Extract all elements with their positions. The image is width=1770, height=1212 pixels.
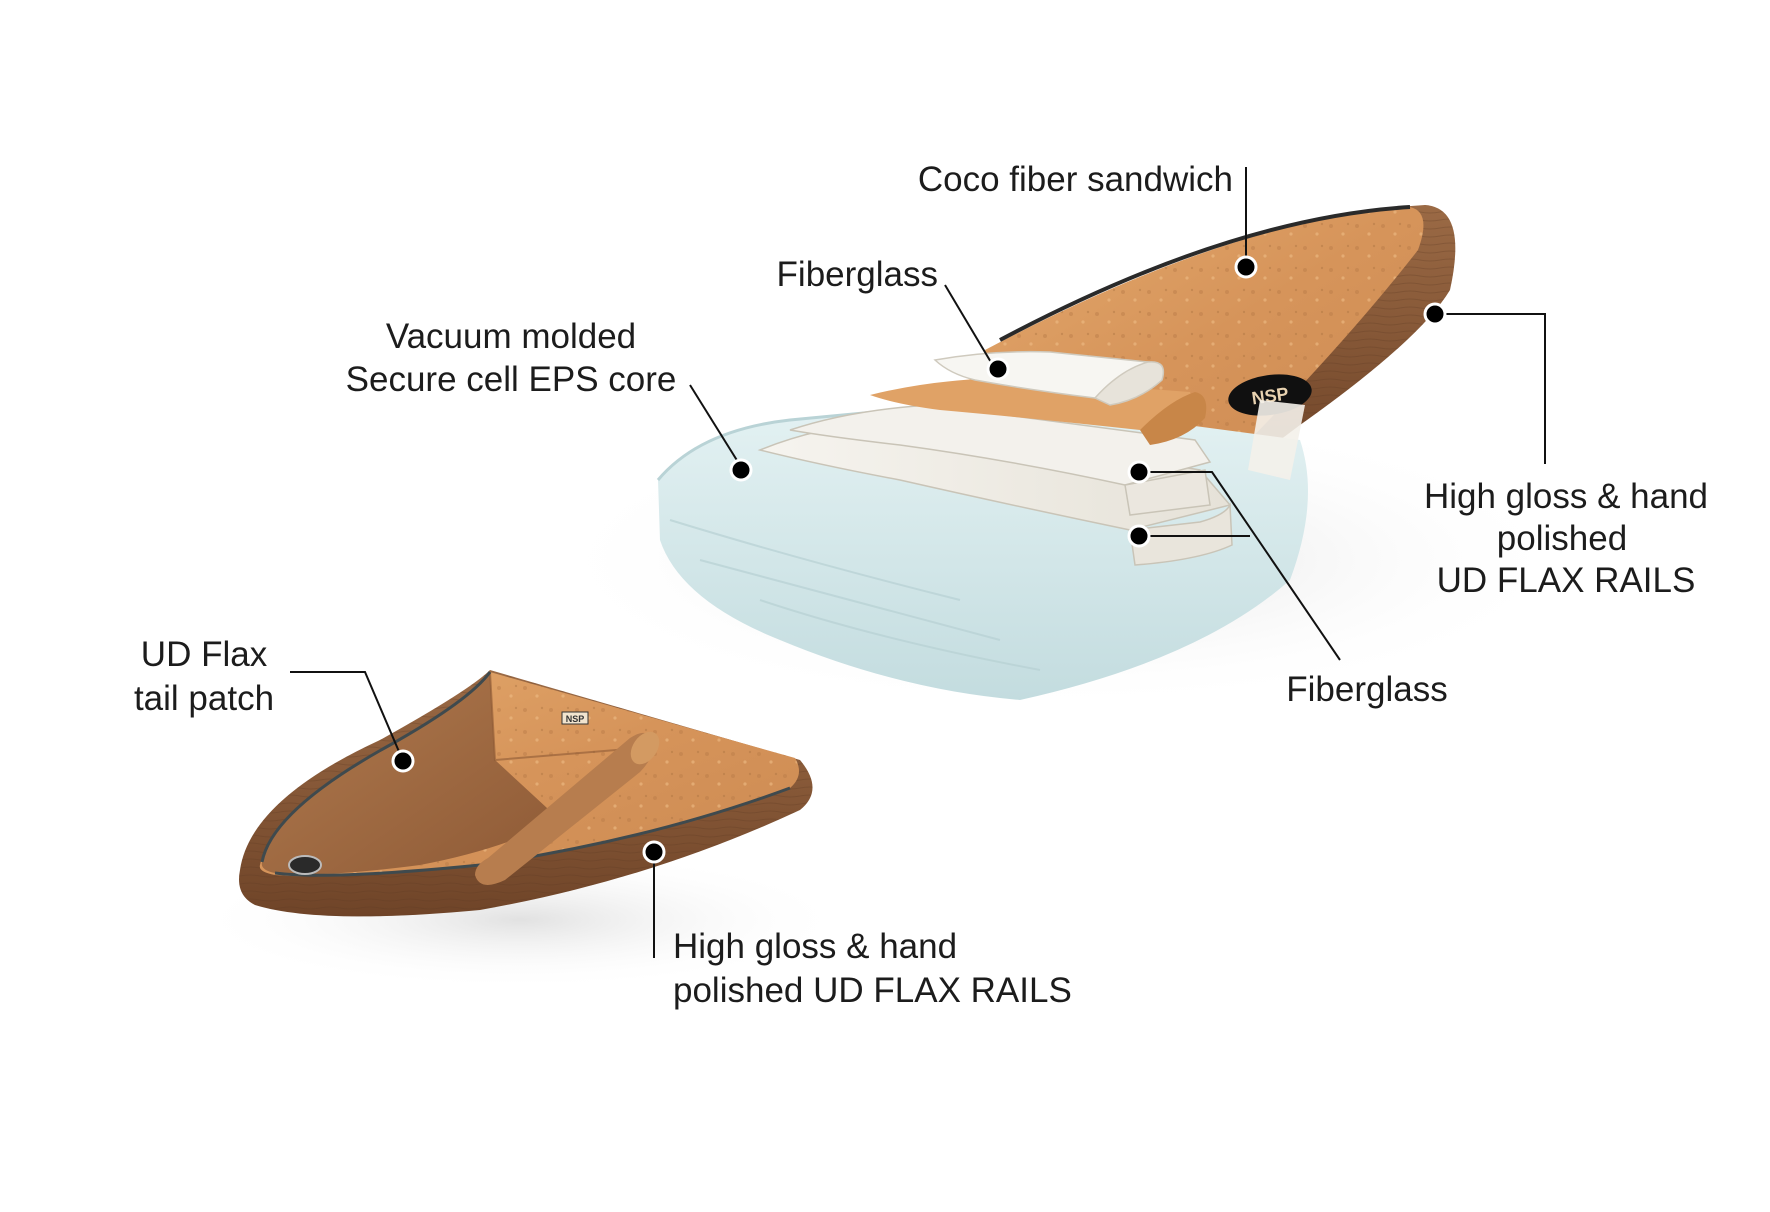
tail-logo bbox=[561, 711, 589, 725]
label-eps-core-line1: Vacuum molded bbox=[386, 317, 636, 356]
tail-patch-roll bbox=[475, 732, 655, 885]
marker-eps-core bbox=[729, 458, 753, 482]
label-rails-tail-line1: High gloss & hand bbox=[673, 927, 957, 966]
marker-fiberglass-middle bbox=[1127, 460, 1151, 484]
label-rails-nose-line1: High gloss & hand bbox=[1424, 477, 1708, 516]
marker-rails-tail bbox=[642, 840, 666, 864]
label-eps-core-line2: Secure cell EPS core bbox=[346, 360, 677, 399]
label-coco-fiber-sandwich: Coco fiber sandwich bbox=[918, 160, 1233, 199]
marker-tail-patch bbox=[391, 749, 415, 773]
marker-fiberglass-bottom bbox=[1127, 524, 1151, 548]
tail-logo-text: NSP bbox=[566, 714, 585, 724]
ud-flax-tail-patch bbox=[261, 672, 560, 875]
callout-labels: Coco fiber sandwich Fiberglass Vacuum mo… bbox=[134, 160, 1708, 1010]
marker-fiberglass-top bbox=[986, 357, 1010, 381]
marker-coco-fiber bbox=[1234, 255, 1258, 279]
marker-rails-nose bbox=[1423, 302, 1447, 326]
label-rails-nose-line3: UD FLAX RAILS bbox=[1437, 561, 1696, 600]
leader-lines bbox=[290, 167, 1546, 958]
label-rails-nose-line2: polished bbox=[1497, 519, 1627, 558]
label-rails-tail-line2: polished UD FLAX RAILS bbox=[673, 971, 1072, 1010]
fiberglass-middle-layer bbox=[789, 404, 1212, 486]
tail-board-illustration: NSP bbox=[190, 670, 850, 990]
label-tail-patch-line1: UD Flax bbox=[141, 635, 268, 674]
leash-plug bbox=[288, 855, 322, 875]
nose-board-illustration: NSP bbox=[540, 205, 1580, 710]
marker-dots bbox=[391, 255, 1447, 864]
label-tail-patch-line2: tail patch bbox=[134, 679, 274, 718]
label-fiberglass-bottom: Fiberglass bbox=[1286, 670, 1447, 709]
label-fiberglass-top: Fiberglass bbox=[777, 255, 938, 294]
